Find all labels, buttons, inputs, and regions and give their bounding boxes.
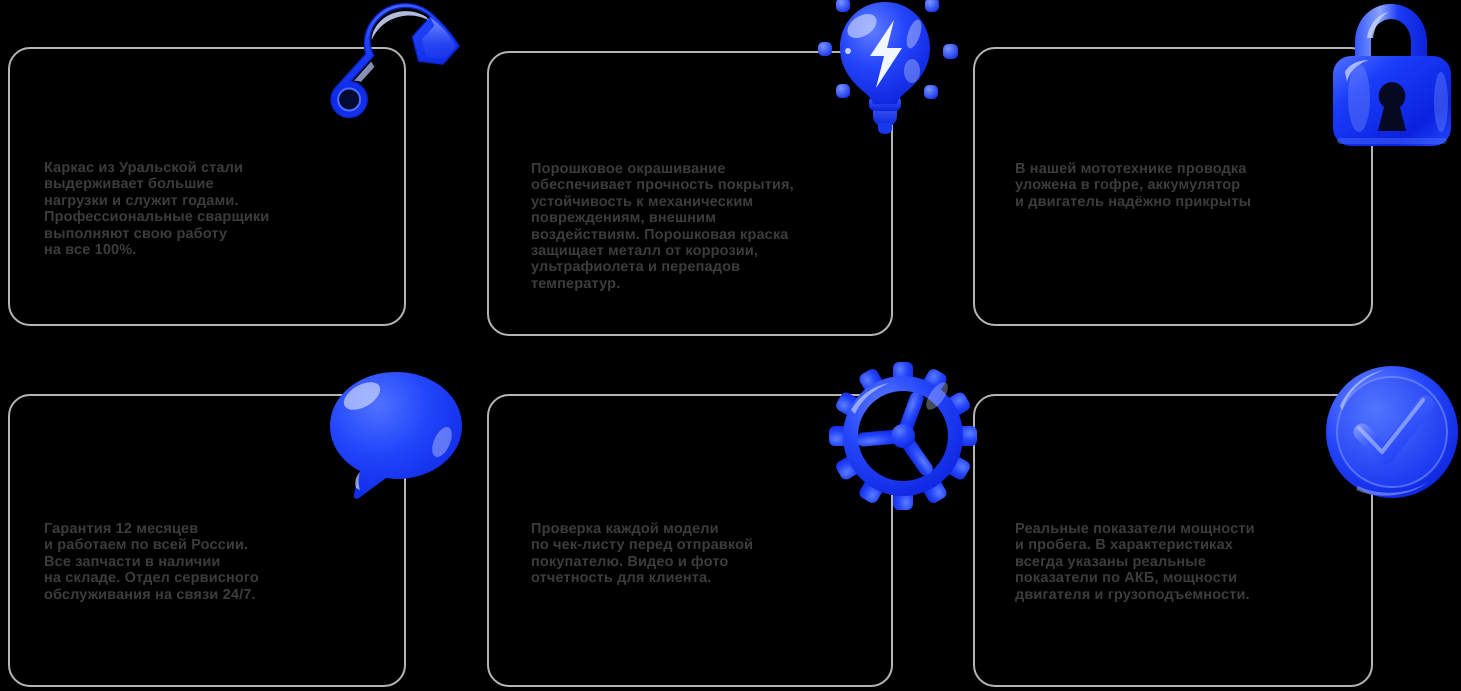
card-wiring-protection <box>973 47 1373 326</box>
card-real-specs <box>973 394 1373 687</box>
card-wiring-protection-text: В нашей мототехнике проводка уложена в г… <box>1015 161 1252 210</box>
card-steel-frame <box>8 47 406 326</box>
card-warranty-service-text: Гарантия 12 месяцев и работаем по всей Р… <box>44 521 259 603</box>
card-quality-check <box>487 394 893 687</box>
card-quality-check-text: Проверка каждой модели по чек-листу пере… <box>531 521 754 587</box>
card-real-specs-text: Реальные показатели мощности и пробега. … <box>1015 521 1255 603</box>
card-warranty-service <box>8 394 406 687</box>
card-powder-coating-text: Порошковое окрашивание обеспечивает проч… <box>531 161 794 292</box>
card-steel-frame-text: Каркас из Уральской стали выдерживает бо… <box>44 160 270 259</box>
card-powder-coating <box>487 51 893 336</box>
